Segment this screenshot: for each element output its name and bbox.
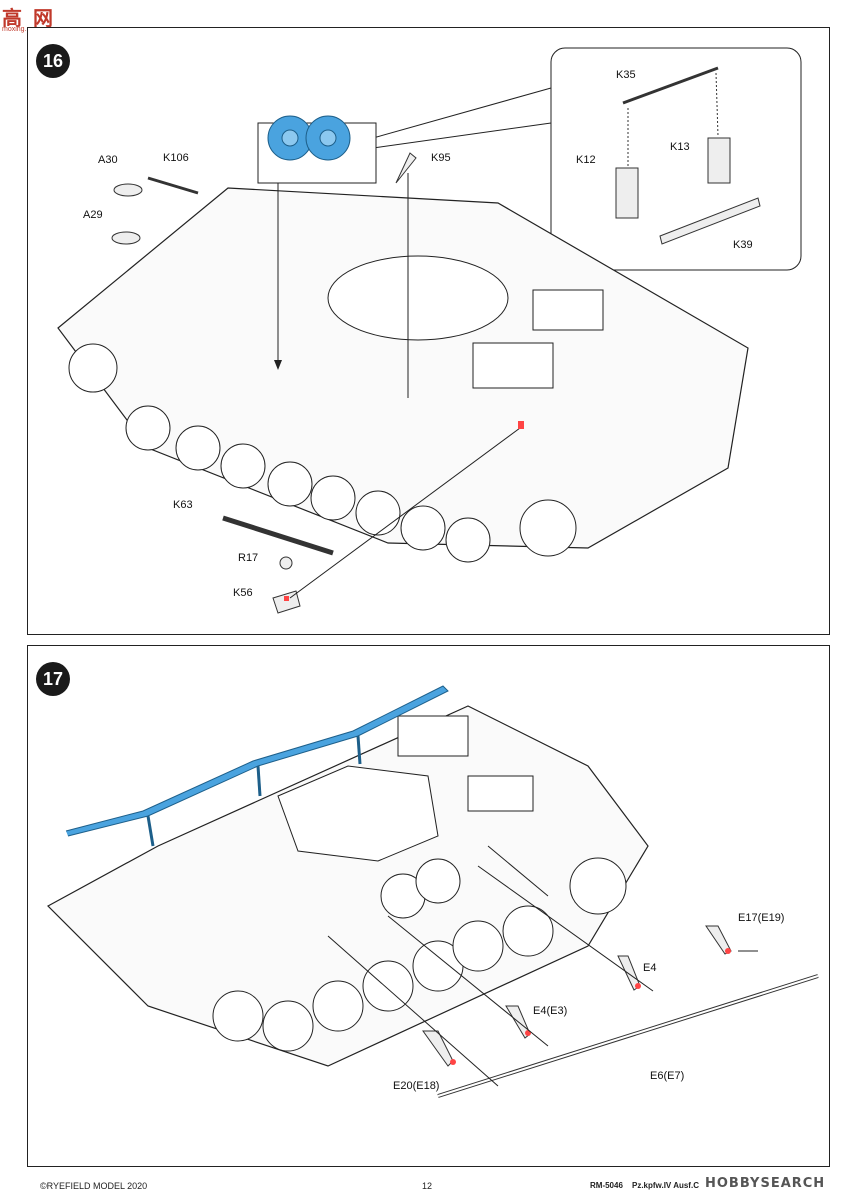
footer-brand-watermark: HOBBYSEARCH xyxy=(705,1176,826,1191)
step-17-number: 17 xyxy=(36,662,70,696)
label-e4e3: E4(E3) xyxy=(533,1005,567,1017)
footer-product-title: Pz.kpfw.IV Ausf.C xyxy=(632,1181,699,1190)
part-k63 xyxy=(222,515,334,556)
road-wheels xyxy=(68,343,577,563)
label-k95: K95 xyxy=(431,152,451,164)
label-r17: R17 xyxy=(238,552,258,564)
label-k56: K56 xyxy=(233,587,253,599)
part-e20 xyxy=(422,1030,454,1067)
part-k95 xyxy=(395,152,417,184)
highlighted-rail xyxy=(65,685,449,837)
label-e4: E4 xyxy=(643,962,656,974)
label-k106: K106 xyxy=(163,152,189,164)
engine-grille-2 xyxy=(467,775,534,812)
label-k35: K35 xyxy=(616,69,636,81)
label-e20: E20(E18) xyxy=(393,1080,439,1092)
label-k12: K12 xyxy=(576,154,596,166)
step-16-number: 16 xyxy=(36,44,70,78)
turret-ring xyxy=(327,255,509,341)
part-k106 xyxy=(147,176,199,195)
engine-grille-2 xyxy=(532,289,604,331)
step-17-drawing: E17(E19) E4 E4(E3) E6(E7) E20(E18) xyxy=(47,685,819,1098)
part-k35 xyxy=(622,66,719,105)
step-16-panel: 16 xyxy=(27,27,830,635)
part-a29 xyxy=(111,231,141,245)
watermark-url: moxing.net xyxy=(2,26,37,33)
inset-leader-top xyxy=(372,87,552,139)
footer-product-code: RM-5046 xyxy=(590,1181,623,1190)
label-a30: A30 xyxy=(98,154,118,166)
step-17-panel: 17 xyxy=(27,645,830,1167)
footer-page-number: 12 xyxy=(422,1181,433,1191)
part-k39 xyxy=(659,197,761,245)
label-a29: A29 xyxy=(83,209,103,221)
part-a30 xyxy=(113,183,143,197)
label-e17: E17(E19) xyxy=(738,912,784,924)
turret-opening xyxy=(277,765,439,862)
road-wheels xyxy=(212,857,627,1052)
footer-copyright: ©RYEFIELD MODEL 2020 xyxy=(40,1181,148,1191)
engine-grille xyxy=(472,342,554,389)
part-k13 xyxy=(707,137,731,184)
label-e6: E6(E7) xyxy=(650,1070,684,1082)
inset-leader-bottom xyxy=(372,122,552,149)
part-k12 xyxy=(615,167,639,219)
engine-grille xyxy=(397,715,469,757)
part-r17 xyxy=(279,556,293,570)
label-k13: K13 xyxy=(670,141,690,153)
step-16-drawing: A30 K106 A29 K95 K35 K12 K13 K39 K63 R17… xyxy=(57,47,802,614)
label-k63: K63 xyxy=(173,499,193,511)
label-k39: K39 xyxy=(733,239,753,251)
watermark-logo: 高 网 xyxy=(2,6,55,30)
part-k56 xyxy=(272,590,301,614)
